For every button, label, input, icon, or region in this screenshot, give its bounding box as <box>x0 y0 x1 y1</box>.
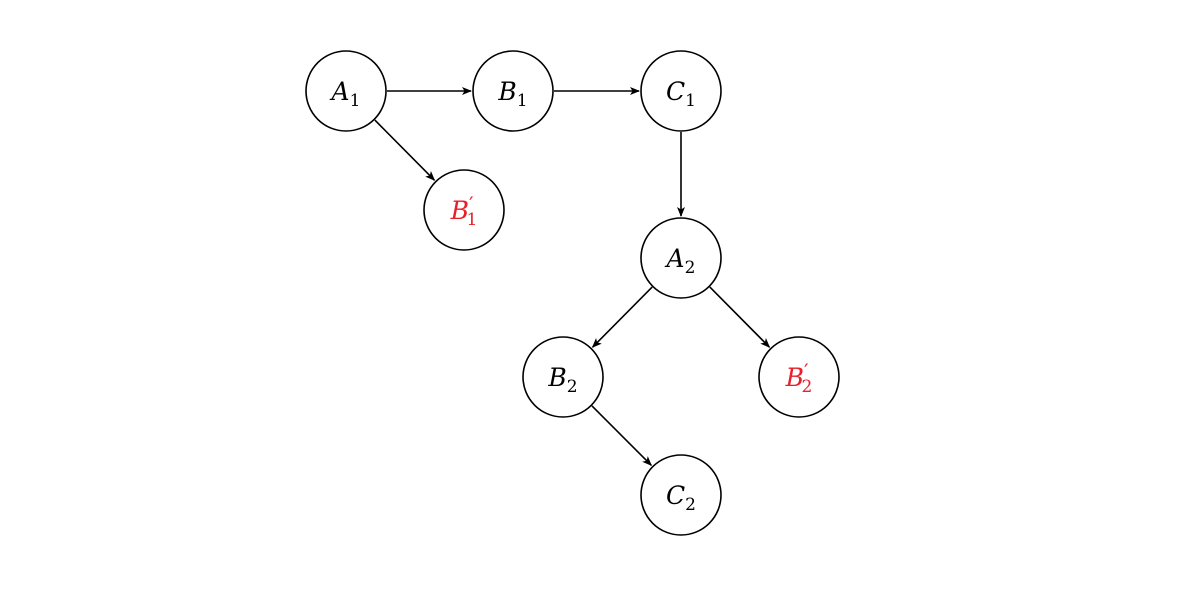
node-label-prime: ′ <box>469 192 474 216</box>
node-B2p: B′2 <box>758 336 840 418</box>
node-circle <box>305 50 387 132</box>
node-label-base: B <box>785 363 804 392</box>
node-label-subscript: 2 <box>802 377 813 397</box>
node-label-subscript: 1 <box>517 91 528 111</box>
edge-A2-to-B2p <box>709 286 771 348</box>
node-label-base: C <box>666 77 685 106</box>
node-label: A2 <box>665 244 696 278</box>
node-label-subscript: 2 <box>685 258 696 278</box>
node-label: A1 <box>330 77 361 111</box>
node-B1: B1 <box>472 50 554 132</box>
node-circle <box>640 217 722 299</box>
node-label-base: C <box>666 481 685 510</box>
edge-A1-to-B1p <box>374 119 436 181</box>
node-label-subscript: 1 <box>350 91 361 111</box>
node-C2: C2 <box>640 454 722 536</box>
node-label: B′1 <box>450 192 478 230</box>
edge-A2-to-B2 <box>591 286 653 348</box>
node-label: B2 <box>547 363 577 397</box>
edge-B2-to-C2 <box>591 405 653 467</box>
node-label-subscript: 1 <box>685 91 696 111</box>
node-label-base: B <box>547 363 566 392</box>
node-label: B1 <box>497 77 527 111</box>
node-circle <box>423 169 505 251</box>
node-label-subscript: 1 <box>467 210 478 230</box>
node-circle <box>640 50 722 132</box>
node-A2: A2 <box>640 217 722 299</box>
node-circle <box>522 336 604 418</box>
node-C1: C1 <box>640 50 722 132</box>
node-label: C1 <box>666 77 696 111</box>
node-label-base: A <box>330 77 350 106</box>
node-label-base: A <box>665 244 685 273</box>
node-circle <box>640 454 722 536</box>
node-B1p: B′1 <box>423 169 505 251</box>
node-B2: B2 <box>522 336 604 418</box>
node-label-base: B <box>497 77 516 106</box>
node-label: B′2 <box>785 359 813 397</box>
node-circle <box>472 50 554 132</box>
node-label: C2 <box>666 481 696 515</box>
node-label-base: B <box>450 196 469 225</box>
node-label-subscript: 2 <box>685 495 696 515</box>
node-A1: A1 <box>305 50 387 132</box>
edges <box>374 87 771 467</box>
node-circle <box>758 336 840 418</box>
node-label-prime: ′ <box>804 359 809 383</box>
node-label-subscript: 2 <box>567 377 578 397</box>
